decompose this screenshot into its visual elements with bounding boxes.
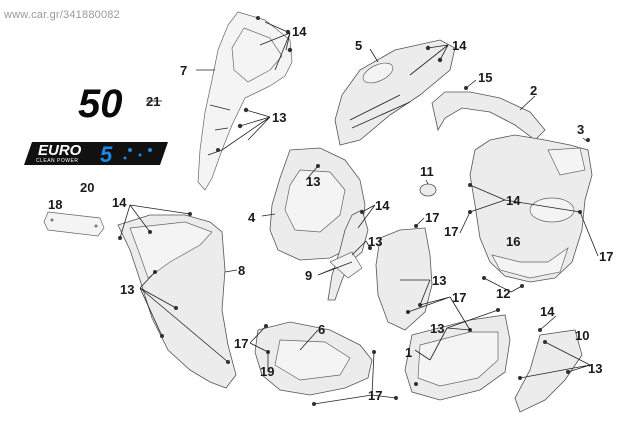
callout-18: 18 — [48, 197, 62, 212]
part-10-side-trim — [514, 329, 583, 413]
callout-13-mid: 13 — [368, 234, 382, 249]
decal-21-model-number: 50 — [78, 82, 123, 126]
decal-model-number-text: 50 — [78, 82, 123, 126]
callout-17-panel: 17 — [452, 290, 466, 305]
callout-17-bottom: 17 — [368, 388, 382, 403]
callout-19: 19 — [260, 364, 274, 379]
callout-17-mid-top: 17 — [425, 210, 439, 225]
callout-17-floor: 17 — [234, 336, 248, 351]
part-11-emblem — [419, 183, 437, 197]
part-8-left-panel — [117, 214, 237, 389]
callout-14-left: 14 — [112, 195, 127, 210]
callout-10: 10 — [575, 328, 589, 343]
callout-14-top-left: 14 — [292, 24, 307, 39]
part-6-floor-panel — [254, 321, 373, 396]
callout-9: 9 — [305, 268, 312, 283]
callout-13-left: 13 — [120, 282, 134, 297]
callout-8: 8 — [238, 263, 245, 278]
part-4-front-fender — [269, 147, 366, 261]
callout-14-top-center: 14 — [452, 38, 467, 53]
callout-20: 20 — [80, 180, 94, 195]
callout-13-panel: 13 — [432, 273, 446, 288]
callout-1: 1 — [405, 345, 412, 360]
decal-euro-word: EURO — [38, 142, 82, 159]
decal-20-euro5: EURO 5 CLEAN POWER — [24, 142, 168, 167]
decal-euro-tagline: CLEAN POWER — [36, 158, 78, 164]
callout-12: 12 — [496, 286, 510, 301]
callout-16: 16 — [506, 234, 520, 249]
callout-13-frame: 13 — [272, 110, 286, 125]
part-3-inner-shield — [469, 134, 593, 283]
callout-14-right: 14 — [506, 193, 521, 208]
callout-17-far-right: 17 — [599, 249, 613, 264]
watermark-text: www.car.gr/341880082 — [4, 9, 120, 21]
decal-euro-class: 5 — [100, 142, 113, 167]
callout-13-bottom-right: 13 — [588, 361, 602, 376]
part-5-headlight-cowl — [334, 39, 456, 146]
callout-11: 11 — [420, 164, 434, 179]
callout-3: 3 — [577, 122, 584, 137]
callout-14-bottom-right: 14 — [540, 304, 555, 319]
part-2-inner-strip — [431, 91, 546, 141]
part-18-label-plate — [43, 211, 105, 237]
callout-14-mid: 14 — [375, 198, 390, 213]
callout-13-lower: 13 — [430, 321, 444, 336]
callout-7: 7 — [180, 63, 187, 78]
part-9-bracket — [327, 209, 369, 301]
callout-13-fender: 13 — [306, 174, 320, 189]
leader-lines — [119, 21, 599, 405]
callout-17-right-a: 17 — [444, 224, 458, 239]
callout-21: 21 — [146, 94, 160, 109]
part-7-front-frame — [197, 11, 293, 191]
callout-15: 15 — [478, 70, 492, 85]
callout-2: 2 — [530, 83, 537, 98]
callout-5: 5 — [355, 38, 362, 53]
callout-4: 4 — [248, 210, 256, 225]
callout-labels: 5 14 14 7 15 2 3 13 21 20 13 11 18 14 4 … — [48, 24, 613, 403]
callout-6: 6 — [318, 322, 325, 337]
